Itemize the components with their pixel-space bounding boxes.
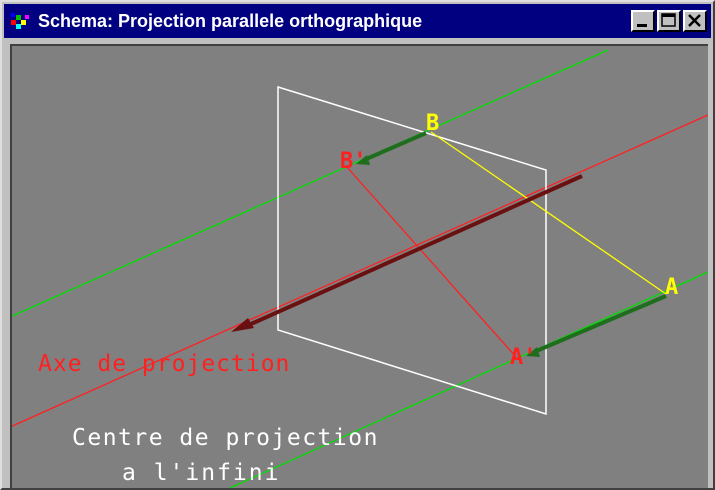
yellow-original-segment: [430, 131, 667, 295]
drawing-canvas[interactable]: B B' A A' Axe de projection Centre de pr…: [10, 44, 708, 488]
minimize-button[interactable]: [631, 10, 655, 32]
maximize-button[interactable]: [657, 10, 681, 32]
window-title: Schema: Projection parallele orthographi…: [38, 10, 423, 31]
projection-arrow-b: [363, 131, 427, 162]
red-projected-segment: [345, 165, 517, 358]
maximize-icon: [661, 13, 676, 27]
minimize-icon: [637, 24, 647, 27]
green-projector-line-upper: [12, 49, 609, 317]
axis-direction-arrow: [241, 174, 583, 330]
title-bar[interactable]: Schema: Projection parallele orthographi…: [4, 4, 711, 38]
projection-arrow-head-b: [356, 155, 370, 165]
axis-arrow-head: [231, 318, 254, 332]
close-icon: [688, 14, 701, 27]
point-a-prime-label: A': [510, 345, 537, 370]
projection-arrow-a: [533, 294, 667, 354]
close-button[interactable]: [683, 10, 707, 32]
projection-diagram: B B' A A' Axe de projection Centre de pr…: [12, 49, 708, 488]
projection-plane: [277, 85, 547, 416]
point-a-label: A: [665, 275, 678, 300]
point-b-prime-label: B': [340, 149, 367, 174]
green-projector-line-lower: [229, 271, 708, 488]
center-label-line2: a l'infini: [122, 460, 280, 486]
projection-arrow-head-a: [526, 347, 540, 357]
point-b-label: B: [426, 111, 439, 136]
axis-label: Axe de projection: [38, 351, 290, 377]
app-colorful-icon: [11, 13, 29, 29]
red-axis-line: [12, 114, 708, 427]
center-label-line1: Centre de projection: [72, 425, 379, 451]
